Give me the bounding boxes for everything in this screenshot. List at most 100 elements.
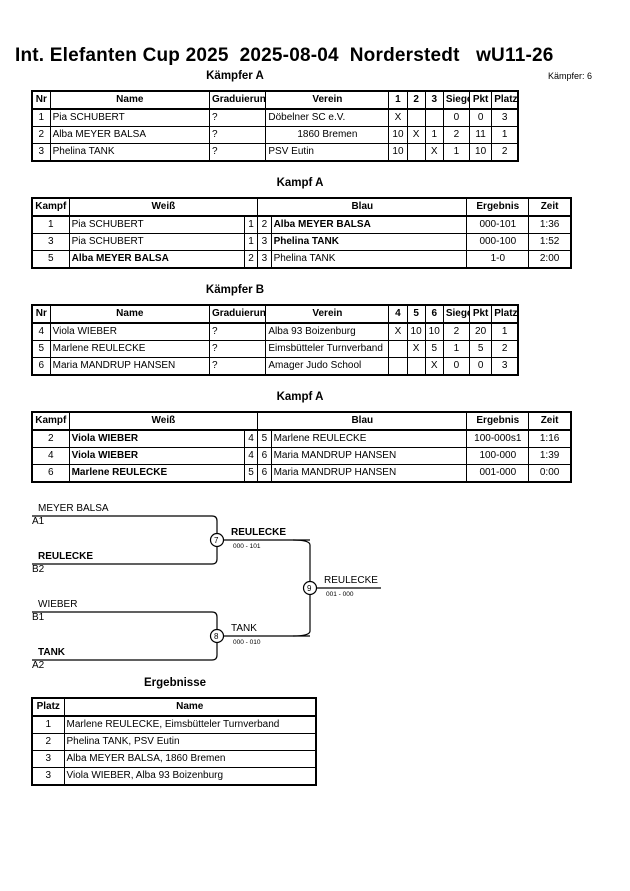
bracket-semi1-score: 000 - 101 xyxy=(233,543,261,550)
col-name: Name xyxy=(49,304,210,324)
cell-platz: 3 xyxy=(31,767,65,786)
table-row: 4 Viola WIEBER 4 6 Maria MANDRUP HANSEN … xyxy=(31,447,572,465)
cell-nr: 4 xyxy=(31,322,51,341)
col-platz: Platz xyxy=(31,697,65,717)
cell-nr: 6 xyxy=(31,357,51,376)
table-row: 2 Alba MEYER BALSA ? 1860 Bremen 10 X 1 … xyxy=(31,126,519,144)
cell-blau: Maria MANDRUP HANSEN xyxy=(270,464,468,483)
bracket-final-winner: REULECKE xyxy=(324,575,378,586)
col-verein: Verein xyxy=(265,90,390,110)
cell-zeit: 2:00 xyxy=(528,250,572,269)
cell-blau-nr: 6 xyxy=(257,464,272,483)
cell-grad: ? xyxy=(208,340,267,358)
cell-name: Alba MEYER BALSA, 1860 Bremen xyxy=(63,750,317,768)
col-platz: Platz xyxy=(491,90,519,110)
table-row: 5 Alba MEYER BALSA 2 3 Phelina TANK 1-0 … xyxy=(31,250,572,269)
bracket-final-score: 001 - 000 xyxy=(326,591,354,598)
cell-blau: Phelina TANK xyxy=(270,233,468,251)
col-graduierung: Graduierung xyxy=(208,90,267,110)
results-table: Platz Name 1 Marlene REULECKE, Eimsbütte… xyxy=(31,697,317,786)
cell-ergebnis: 000-100 xyxy=(466,233,530,251)
cell-blau: Phelina TANK xyxy=(270,250,468,269)
bracket-semi2-top-name: WIEBER xyxy=(38,599,78,610)
cell-platz: 2 xyxy=(491,340,519,358)
col-nr: Nr xyxy=(31,90,51,110)
col-siege: Siege xyxy=(442,304,471,324)
col-kampf: Kampf xyxy=(31,197,70,217)
table-row: 2 Phelina TANK, PSV Eutin xyxy=(31,733,317,751)
pool-a-table: Nr Name Graduierung Verein 1 2 3 Siege P… xyxy=(31,90,519,162)
table-row: 3 Alba MEYER BALSA, 1860 Bremen xyxy=(31,750,317,768)
cell-platz: 1 xyxy=(31,715,65,734)
cell-verein: Eimsbütteler Turnverband xyxy=(265,340,390,358)
table-row: 2 Viola WIEBER 4 5 Marlene REULECKE 100-… xyxy=(31,429,572,448)
bracket-semi1-bottom-name: REULECKE xyxy=(38,551,94,562)
col-blau: Blau xyxy=(257,411,468,431)
pool-a-title: Kämpfer A xyxy=(206,70,264,82)
table-row: 1 Marlene REULECKE, Eimsbütteler Turnver… xyxy=(31,715,317,734)
table-row: 3 Phelina TANK ? PSV Eutin 10 X 1 10 2 xyxy=(31,143,519,162)
col-siege: Siege xyxy=(442,90,471,110)
col-verein: Verein xyxy=(265,304,390,324)
bracket-semi2-bottom-name: TANK xyxy=(38,647,66,658)
bracket-fight-8: 8 xyxy=(214,632,219,641)
cell-zeit: 1:52 xyxy=(528,233,572,251)
col-zeit: Zeit xyxy=(528,197,572,217)
bracket-fight-7: 7 xyxy=(214,536,219,545)
fights-a-title: Kampf A xyxy=(276,177,324,189)
col-nr: Nr xyxy=(31,304,51,324)
cell-ergebnis: 1-0 xyxy=(466,250,530,269)
cell-name: Phelina TANK xyxy=(49,143,210,162)
cell-name: Viola WIEBER, Alba 93 Boizenburg xyxy=(63,767,317,786)
cell-blau: Maria MANDRUP HANSEN xyxy=(270,447,468,465)
pool-b-title: Kämpfer B xyxy=(205,284,265,296)
cell-kampf: 4 xyxy=(31,447,70,465)
col-kampf: Kampf xyxy=(31,411,70,431)
bracket-semi1-winner: REULECKE xyxy=(231,527,287,538)
cell-nr: 3 xyxy=(31,143,51,162)
cell-zeit: 0:00 xyxy=(528,464,572,483)
cell-blau-nr: 3 xyxy=(257,250,272,269)
table-row: 5 Marlene REULECKE ? Eimsbütteler Turnve… xyxy=(31,340,519,358)
cell-platz: 1 xyxy=(491,126,519,144)
cell-nr: 5 xyxy=(31,340,51,358)
bracket-semi2-winner: TANK xyxy=(231,623,257,634)
cell-name: Phelina TANK, PSV Eutin xyxy=(63,733,317,751)
table-row: 1 Pia SCHUBERT ? Döbelner SC e.V. X 0 0 … xyxy=(31,108,519,127)
cell-kampf: 5 xyxy=(31,250,70,269)
bracket-semi1-top-name: MEYER BALSA xyxy=(38,503,109,514)
cell-platz: 2 xyxy=(491,143,519,162)
col-graduierung: Graduierung xyxy=(208,304,267,324)
cell-blau-nr: 6 xyxy=(257,447,272,465)
bracket-semi1-top-seed: A1 xyxy=(32,516,45,527)
col-zeit: Zeit xyxy=(528,411,572,431)
cell-nr: 2 xyxy=(31,126,51,144)
page-title: Int. Elefanten Cup 2025 2025-08-04 Norde… xyxy=(15,45,554,66)
fights-a-table: Kampf Weiß Blau Ergebnis Zeit 1 Pia SCHU… xyxy=(31,197,572,269)
cell-grad: ? xyxy=(208,126,267,144)
results-title: Ergebnisse xyxy=(144,677,206,689)
bracket-semi2-top-seed: B1 xyxy=(32,612,45,623)
cell-grad: ? xyxy=(208,143,267,162)
table-row: 6 Maria MANDRUP HANSEN ? Amager Judo Sch… xyxy=(31,357,519,376)
cell-name: Marlene REULECKE, Eimsbütteler Turnverba… xyxy=(63,715,317,734)
pool-b-table: Nr Name Graduierung Verein 4 5 6 Siege P… xyxy=(31,304,519,376)
fights-b-title: Kampf A xyxy=(276,391,324,403)
cell-weiss: Alba MEYER BALSA xyxy=(68,250,245,269)
cell-platz: 3 xyxy=(31,750,65,768)
bracket-fight-9: 9 xyxy=(307,584,312,593)
bracket-semi2-bottom-seed: A2 xyxy=(32,660,45,671)
cell-verein: 1860 Bremen xyxy=(265,126,390,144)
cell-grad: ? xyxy=(208,357,267,376)
cell-platz: 2 xyxy=(31,733,65,751)
col-platz: Platz xyxy=(491,304,519,324)
fights-b-table: Kampf Weiß Blau Ergebnis Zeit 2 Viola WI… xyxy=(31,411,572,483)
cell-platz: 3 xyxy=(491,357,519,376)
cell-weiss: Pia SCHUBERT xyxy=(68,233,245,251)
table-row: 3 Viola WIEBER, Alba 93 Boizenburg xyxy=(31,767,317,786)
cell-kampf: 6 xyxy=(31,464,70,483)
fighters-count: Kämpfer: 6 xyxy=(548,71,593,81)
cell-zeit: 1:39 xyxy=(528,447,572,465)
col-blau: Blau xyxy=(257,197,468,217)
